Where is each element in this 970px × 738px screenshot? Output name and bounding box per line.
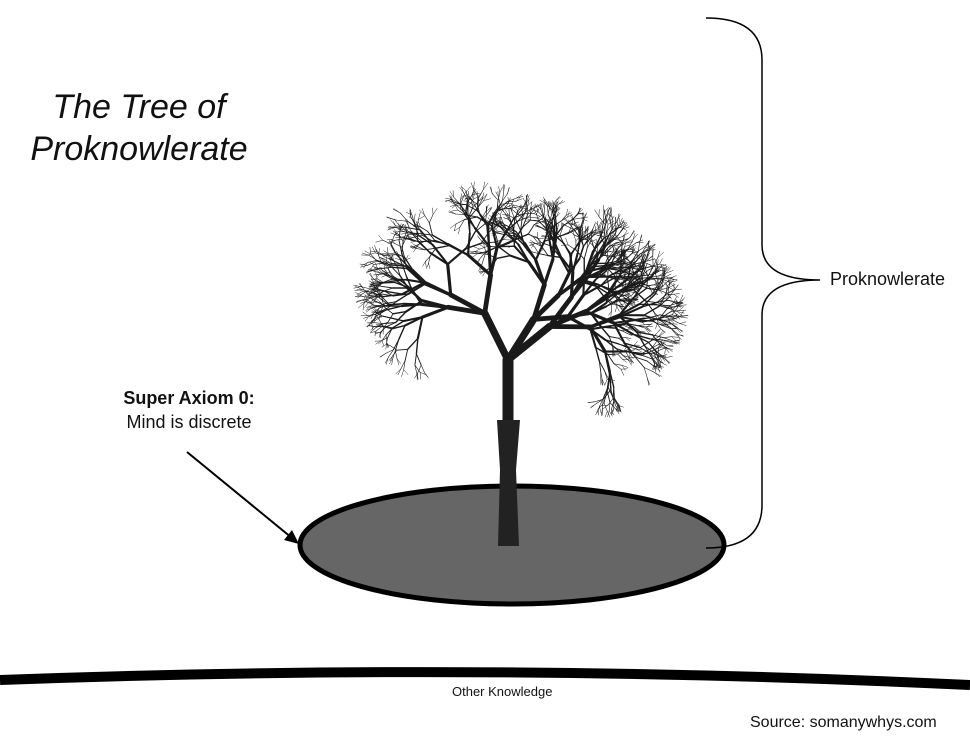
axiom-label: Super Axiom 0: Mind is discrete (100, 386, 278, 434)
title-line-1: The Tree of (52, 88, 226, 126)
ground-label: Other Knowledge (452, 684, 553, 699)
title-line-2: Proknowlerate (30, 130, 248, 168)
source-credit: Source: somanywhys.com (750, 714, 937, 731)
diagram-title: The Tree of Proknowlerate (14, 86, 264, 170)
axiom-text: Mind is discrete (126, 412, 252, 432)
arrow (186, 451, 299, 544)
brace-label: Proknowlerate (830, 269, 946, 289)
tree-illustration (353, 181, 689, 436)
other-knowledge-curve (0, 667, 970, 690)
axiom-heading: Super Axiom 0: (123, 388, 255, 408)
curly-brace (705, 17, 821, 549)
tree-trunk-base (497, 420, 520, 546)
